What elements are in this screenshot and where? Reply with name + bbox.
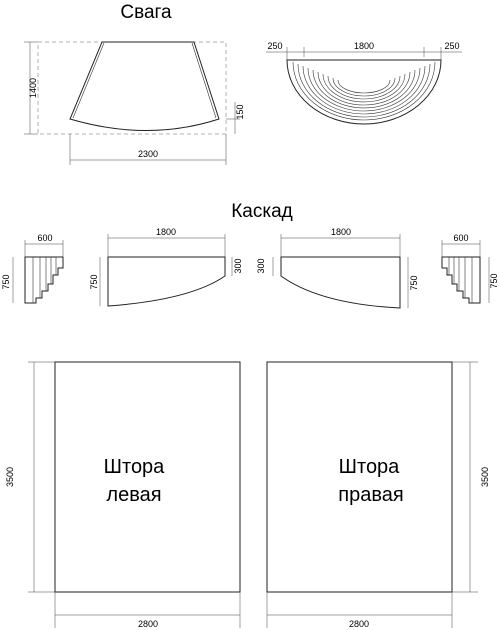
swag-top-center-label: 1800: [354, 41, 374, 51]
swag-width-label: 2300: [138, 149, 158, 159]
swag-side-fold-left: [72, 42, 105, 119]
left-curtain-subtitle: левая: [106, 484, 161, 506]
left-curtain-panel: Штора левая 3500 2800: [5, 361, 241, 629]
cascade-left-piece: 600 750: [1, 233, 64, 304]
swag-bounding-box: [37, 41, 227, 135]
swag-heading: Свага: [120, 2, 172, 23]
swag-front-shape: [69, 41, 220, 131]
cascade-right-piece: 600 750: [441, 233, 499, 304]
right-curtain-width-label: 2800: [349, 619, 369, 629]
cascade-center-right-width-label: 1800: [331, 227, 351, 237]
swag-drop-label: 150: [235, 104, 245, 119]
right-curtain-panel: Штора правая 3500 2800: [266, 361, 490, 629]
cascade-center-left-width-label: 1800: [156, 227, 176, 237]
left-curtain-title: Штора: [104, 456, 166, 478]
cascade-right-width-label: 600: [453, 233, 468, 243]
cascade-center-left-short-label: 300: [233, 258, 243, 273]
swag-top-right-label: 250: [444, 41, 459, 51]
swag-drop-dimension: 150: [226, 102, 245, 134]
cascade-left-width-label: 600: [37, 233, 52, 243]
cascade-left-height-label: 750: [1, 274, 11, 289]
swag-height-label: 1400: [28, 78, 38, 98]
cascade-center-right-piece: 1800 300 750: [256, 227, 419, 309]
swag-front-view: [37, 41, 227, 135]
swag-top-dimensions: 250 1800 250: [266, 41, 462, 60]
swag-side-fold-right: [191, 42, 217, 119]
right-curtain-height-label: 3500: [480, 467, 490, 487]
cascade-center-left-piece: 1800 750 300: [89, 227, 243, 307]
right-curtain-title: Штора: [339, 456, 401, 478]
cascade-right-height-label: 750: [489, 273, 499, 288]
swag-top-left-label: 250: [267, 41, 282, 51]
cascade-center-right-height-label: 750: [409, 275, 419, 290]
swag-height-dimension: 1400: [24, 41, 38, 135]
left-curtain-height-label: 3500: [5, 467, 15, 487]
swag-top-view: [286, 59, 442, 125]
swag-width-dimension: 2300: [69, 134, 227, 165]
cascade-center-left-height-label: 750: [89, 274, 99, 289]
swag-top-outline: [286, 59, 442, 125]
cascade-center-right-short-label: 300: [256, 258, 266, 273]
right-curtain-subtitle: правая: [338, 484, 403, 506]
left-curtain-width-label: 2800: [138, 619, 158, 629]
cascade-heading: Каскад: [231, 201, 293, 222]
